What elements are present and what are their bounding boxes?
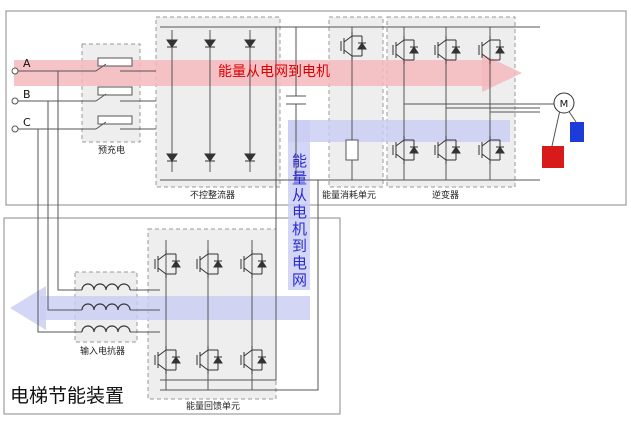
inductor-symbol [81,283,131,291]
flow-arrow-to-motor [14,54,522,92]
diode-symbol [204,39,216,48]
phase-a-label: A [23,57,31,70]
phase-c-label: C [23,116,31,129]
igbt-symbol [478,136,505,164]
load-car-blue [570,122,584,142]
dissipation-region [328,16,384,188]
flow-text-char: 从 [292,186,307,204]
diode-symbol [244,153,256,162]
precharge-label: 预充电 [98,144,125,156]
diode-symbol [244,39,256,48]
motor: M [553,92,575,114]
dissipation-label: 能量消耗单元 [322,189,376,201]
flow-text-char: 电 [292,203,307,221]
inductor-symbol [81,303,131,311]
energy-saver-box [3,217,341,415]
reactor-label: 输入电抗器 [80,345,125,357]
igbt-symbol [434,36,461,64]
precharge-components [95,57,140,130]
diode-symbol [166,39,178,48]
diode-symbol [204,153,216,162]
inductor-symbol [81,325,131,333]
system-title: 电梯节能装置 [10,385,124,407]
flow-text-to-motor: 能量从电网到电机 [218,64,330,80]
flow-text-char: 量 [292,169,307,187]
flow-text-char: 网 [292,271,307,289]
rectifier-label: 不控整流器 [190,189,235,201]
inverter-region [386,16,516,188]
igbt-symbol [434,136,461,164]
component-symbols [81,32,505,374]
igbt-symbol [392,36,419,64]
wiring [18,26,577,391]
igbt-symbol [392,136,419,164]
diode-symbol [166,153,178,162]
phase-terminals [11,67,19,133]
flow-text-char: 能 [292,152,307,170]
feedback-label: 能量回馈单元 [186,400,240,412]
main-system-box [5,10,627,206]
igbt-symbol [240,250,267,278]
igbt-symbol [154,346,181,374]
inverter-label: 逆变器 [432,189,459,201]
motor-label: M [560,99,569,110]
flow-arrow-to-grid [10,120,510,330]
igbt-symbol [240,346,267,374]
flow-text-char: 机 [292,220,307,238]
brake-resistor [345,139,359,161]
igbt-symbol [154,250,181,278]
load-counterweight-red [542,146,564,168]
igbt-symbol [340,32,367,60]
rectifier-region [155,16,281,188]
phase-b-label: B [23,88,31,101]
igbt-symbol [478,36,505,64]
flow-text-char: 电 [292,254,307,272]
flow-text-char: 到 [292,237,307,255]
igbt-symbol [196,250,223,278]
igbt-symbol [196,346,223,374]
